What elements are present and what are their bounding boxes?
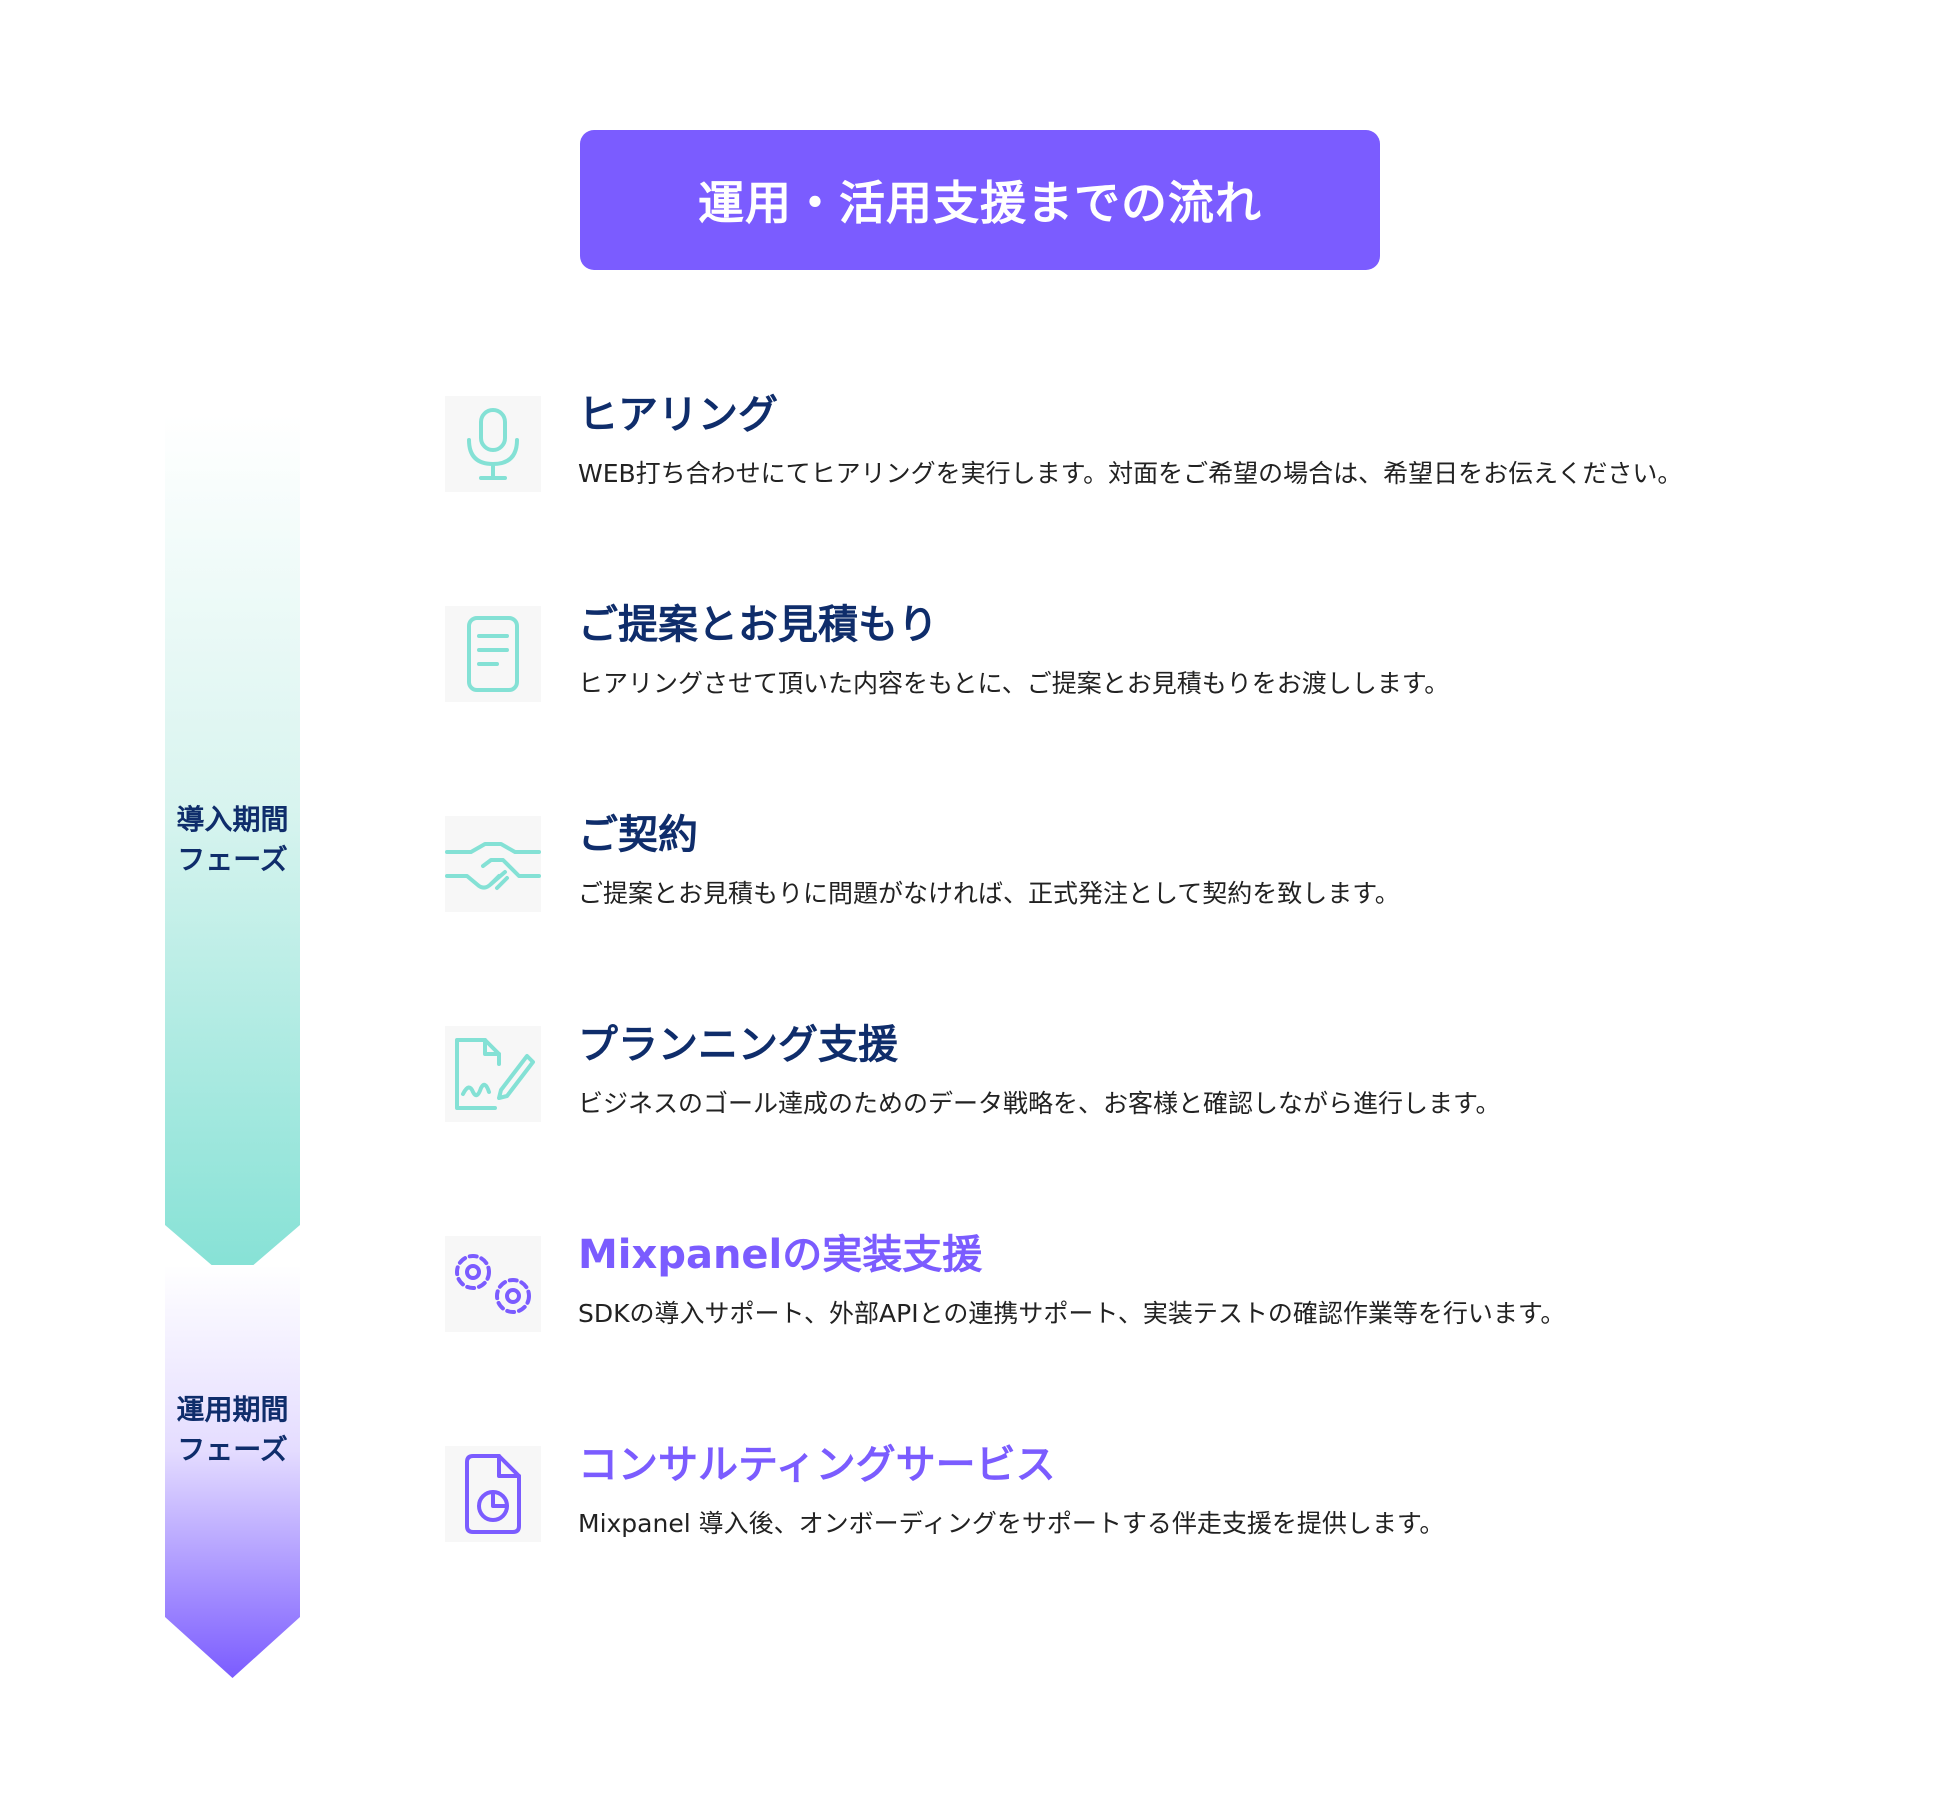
gears-icon [445, 1236, 541, 1332]
step-title: プランニング支援 [578, 1022, 898, 1068]
step-description: SDKの導入サポート、外部APIとの連携サポート、実装テストの確認作業等を行いま… [578, 1299, 1566, 1328]
step-implementation: Mixpanelの実装支援 SDKの導入サポート、外部APIとの連携サポート、実… [445, 1228, 1945, 1368]
step-planning: プランニング支援 ビジネスのゴール達成のためのデータ戦略を、お客様と確認しながら… [445, 1018, 1945, 1158]
step-consulting: コンサルティングサービス Mixpanel 導入後、オンボーディングをサポートす… [445, 1438, 1945, 1578]
microphone-icon [445, 396, 541, 492]
step-title: Mixpanelの実装支援 [578, 1232, 983, 1278]
phase-label-operation: 運用期間 フェーズ [125, 1390, 340, 1470]
step-title: ご契約 [578, 812, 698, 858]
phase-label-line2: フェーズ [177, 1433, 288, 1466]
phase-label-introduction: 導入期間 フェーズ [125, 800, 340, 880]
step-proposal: ご提案とお見積もり ヒアリングさせて頂いた内容をもとに、ご提案とお見積もりをお渡… [445, 598, 1945, 738]
step-description: ご提案とお見積もりに問題がなければ、正式発注として契約を致します。 [578, 879, 1400, 908]
phase-arrow-operation [165, 1265, 300, 1678]
document-icon [445, 606, 541, 702]
page-title: 運用・活用支援までの流れ [698, 176, 1262, 230]
phase-arrow-introduction [165, 415, 300, 1283]
step-description: ヒアリングさせて頂いた内容をもとに、ご提案とお見積もりをお渡しします。 [578, 669, 1450, 698]
step-description: WEB打ち合わせにてヒアリングを実行します。対面をご希望の場合は、希望日をお伝え… [578, 459, 1683, 488]
pie-chart-file-icon [445, 1446, 541, 1542]
phase-label-line1: 導入期間 [176, 803, 289, 836]
phase-label-line1: 運用期間 [176, 1393, 289, 1426]
step-title: ヒアリング [578, 392, 778, 438]
flow-header: 運用・活用支援までの流れ [580, 130, 1380, 270]
step-description: Mixpanel 導入後、オンボーディングをサポートする伴走支援を提供します。 [578, 1509, 1445, 1538]
step-title: コンサルティングサービス [578, 1442, 1056, 1488]
handshake-icon [445, 816, 541, 912]
phase-label-line2: フェーズ [177, 843, 288, 876]
step-hearing: ヒアリング WEB打ち合わせにてヒアリングを実行します。対面をご希望の場合は、希… [445, 388, 1945, 528]
step-title: ご提案とお見積もり [578, 602, 938, 648]
signature-pen-icon [445, 1026, 541, 1122]
step-description: ビジネスのゴール達成のためのデータ戦略を、お客様と確認しながら進行します。 [578, 1089, 1501, 1118]
step-contract: ご契約 ご提案とお見積もりに問題がなければ、正式発注として契約を致します。 [445, 808, 1945, 948]
